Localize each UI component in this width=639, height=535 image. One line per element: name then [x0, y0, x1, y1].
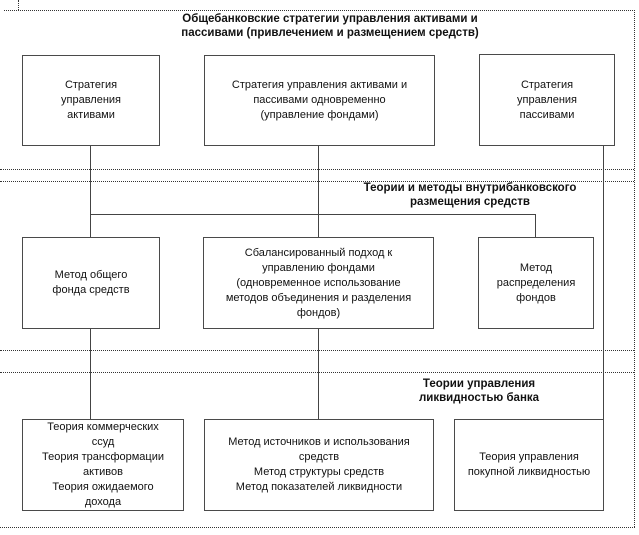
connector-to-allocation-method	[535, 214, 536, 238]
section-title-internal-allocation: Теории и методы внутрибанковского размещ…	[363, 182, 577, 208]
box-commercial-loan-theories: Теория коммерческих ссуд Теория трансфор…	[22, 419, 184, 511]
outer-border-bottom	[0, 527, 635, 528]
cropped-border-fragment	[18, 0, 19, 10]
connector-general-fund-down	[90, 329, 91, 419]
section-title-bank-strategies: Общебанковские стратегии управления акти…	[181, 13, 479, 39]
section-divider-1b	[0, 181, 634, 182]
box-sources-structure-indicator-methods: Метод источников и использования средств…	[204, 419, 434, 511]
box-general-fund-method: Метод общего фонда средств	[22, 237, 160, 329]
connector-balanced-approach-down	[318, 329, 319, 419]
box-liability-management-strategy: Стратегия управления пассивами	[479, 54, 615, 146]
section-divider-2b	[0, 372, 634, 373]
section-title-liquidity-theories: Теории управления ликвидностью банка	[418, 378, 540, 404]
box-balanced-approach-method: Сбалансированный подход к управлению фон…	[203, 237, 434, 329]
box-asset-management-strategy: Стратегия управления активами	[22, 55, 160, 146]
box-combined-alm-strategy: Стратегия управления активами и пассивам…	[204, 55, 435, 146]
connector-liabilities-strategy-down	[603, 146, 604, 419]
outer-border-right	[634, 10, 635, 527]
connector-assets-strategy-down	[90, 146, 91, 237]
section-divider-2a	[0, 350, 634, 351]
outer-border-top	[4, 10, 635, 11]
box-purchased-liquidity-theory: Теория управления покупной ликвидностью	[454, 419, 604, 511]
section-divider-1a	[0, 169, 634, 170]
box-fund-allocation-method: Метод распределения фондов	[478, 237, 594, 329]
connector-combined-strategy-down	[318, 146, 319, 237]
connector-methods-horizontal	[90, 214, 536, 215]
